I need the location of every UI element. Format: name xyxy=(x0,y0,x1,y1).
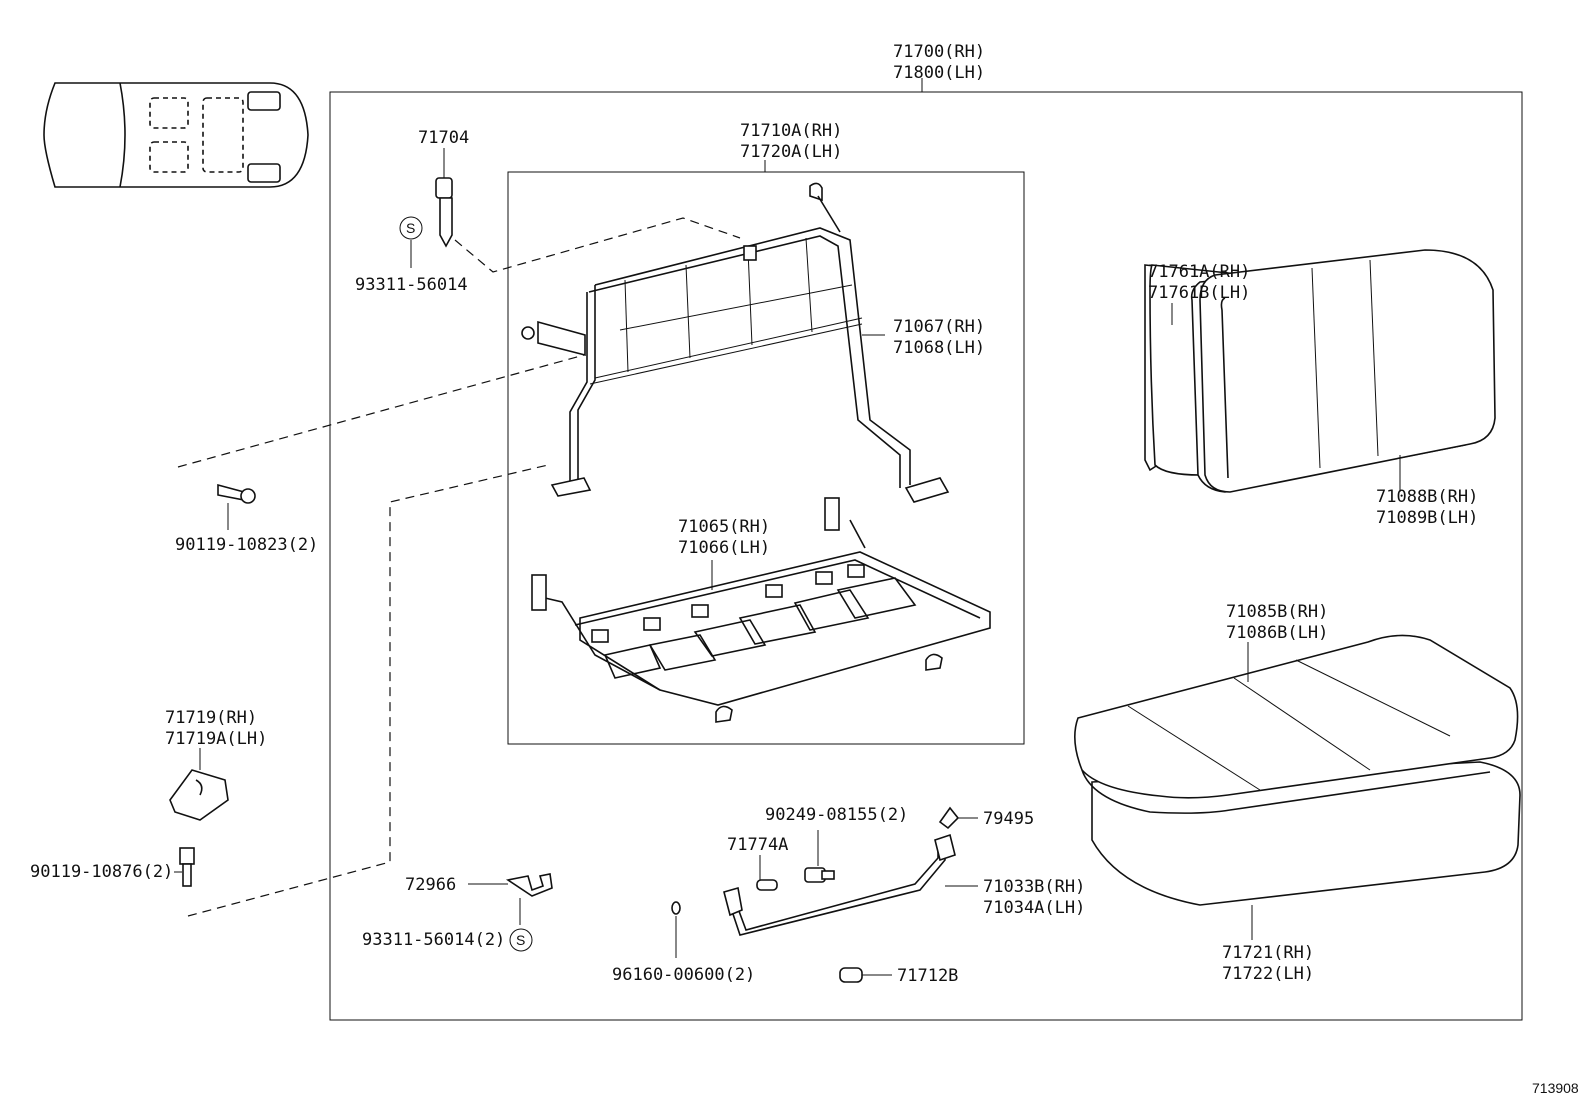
label-79495: 79495 xyxy=(983,809,1034,829)
label-71034a-lh: 71034A(LH) xyxy=(983,898,1085,918)
label-71722-lh: 71722(LH) xyxy=(1222,964,1314,984)
label-71085b-rh: 71085B(RH) xyxy=(1226,602,1328,622)
label-71066-lh: 71066(LH) xyxy=(678,538,770,558)
label-71033b-rh: 71033B(RH) xyxy=(983,877,1085,897)
label-71704: 71704 xyxy=(418,128,469,148)
label-96160: 96160-00600(2) xyxy=(612,965,755,985)
label-71761a-rh: 71761A(RH) xyxy=(1148,262,1250,282)
label-71086b-lh: 71086B(LH) xyxy=(1226,623,1328,643)
pin-71774a xyxy=(756,879,778,891)
seatback-frame xyxy=(521,182,950,503)
label-93311-bottom: 93311-56014(2) xyxy=(362,930,505,950)
label-71710a-rh: 71710A(RH) xyxy=(740,121,842,141)
assembly-outline xyxy=(329,91,1523,1021)
label-93311-top: 93311-56014 xyxy=(355,275,468,295)
s-symbol-top xyxy=(399,216,423,240)
part-71712b xyxy=(839,967,863,983)
washer-96160 xyxy=(671,901,681,915)
assembly-label-rh: 71700(RH) xyxy=(893,42,985,62)
clip-72966 xyxy=(505,873,553,897)
label-71089b-lh: 71089B(LH) xyxy=(1376,508,1478,528)
s-symbol-top-text: S xyxy=(406,220,415,236)
label-71088b-rh: 71088B(RH) xyxy=(1376,487,1478,507)
label-71065-rh: 71065(RH) xyxy=(678,517,770,537)
clip-79495 xyxy=(938,806,960,830)
bolt-10876 xyxy=(179,847,195,887)
cushion-frame xyxy=(531,497,991,723)
s-symbol-bottom xyxy=(509,928,533,952)
label-71761b-lh: 71761B(LH) xyxy=(1148,283,1250,303)
leader-bolt-10823 xyxy=(177,354,585,468)
label-71720a-lh: 71720A(LH) xyxy=(740,142,842,162)
label-90119-10823: 90119-10823(2) xyxy=(175,535,318,555)
bracket-71719 xyxy=(169,769,229,821)
label-90249: 90249-08155(2) xyxy=(765,805,908,825)
frame-subassembly-box xyxy=(507,171,1025,745)
assembly-label-lh: 71800(LH) xyxy=(893,63,985,83)
label-71774a: 71774A xyxy=(727,835,788,855)
label-71721-rh: 71721(RH) xyxy=(1222,943,1314,963)
rod-71033b xyxy=(723,833,956,936)
seatback-cover xyxy=(1199,249,1496,493)
diagram-id: 713908 xyxy=(1532,1080,1579,1096)
label-90119-10876: 90119-10876(2) xyxy=(30,862,173,882)
bolt-10823 xyxy=(217,483,256,504)
label-71712b: 71712B xyxy=(897,966,958,986)
vehicle-locator-icon xyxy=(43,82,309,188)
leader-71704 xyxy=(454,217,741,273)
s-symbol-bottom-text: S xyxy=(516,932,525,948)
clip-71704 xyxy=(435,177,453,248)
cushion-cover xyxy=(1074,634,1519,814)
label-71068-lh: 71068(LH) xyxy=(893,338,985,358)
label-71719a-lh: 71719A(LH) xyxy=(165,729,267,749)
label-72966: 72966 xyxy=(405,875,456,895)
label-71067-rh: 71067(RH) xyxy=(893,317,985,337)
leader-bolt-10876 xyxy=(187,464,549,917)
bolt-90249 xyxy=(804,867,835,883)
label-71719-rh: 71719(RH) xyxy=(165,708,257,728)
